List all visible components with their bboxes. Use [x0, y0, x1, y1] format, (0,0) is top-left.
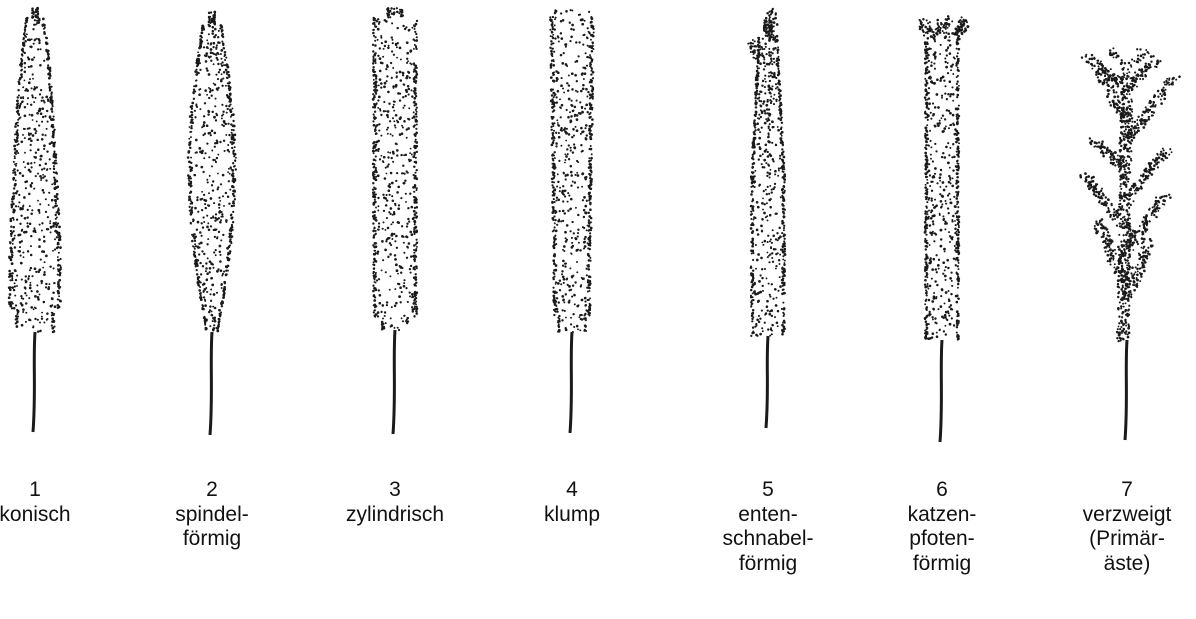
panicle-katzenpfotenfoermig: [919, 15, 970, 442]
label-text-line: zylindrisch: [315, 503, 475, 528]
label-number: 6: [862, 478, 1022, 503]
stem-line: [393, 330, 395, 434]
label-text-line: pfoten-: [862, 527, 1022, 552]
stem-line: [766, 336, 768, 428]
label-text-line: förmig: [862, 552, 1022, 577]
stem-line: [33, 332, 35, 432]
label-number: 3: [315, 478, 475, 503]
label-number: 2: [132, 478, 292, 503]
label-text-line: konisch: [0, 503, 115, 528]
label-number: 7: [1047, 478, 1196, 503]
label-text-line: äste): [1047, 552, 1196, 577]
label-text-line: katzen-: [862, 503, 1022, 528]
label-text-line: spindel-: [132, 503, 292, 528]
stem-line: [210, 332, 212, 435]
label-text-line: schnabel-: [688, 527, 848, 552]
label-text-line: förmig: [132, 527, 292, 552]
label-number: 4: [492, 478, 652, 503]
panicle-spindelfoermig: [187, 11, 237, 435]
stem-line: [570, 332, 572, 433]
panicle-verzweigt: [1079, 47, 1180, 440]
label-number: 5: [688, 478, 848, 503]
label-text-line: klump: [492, 503, 652, 528]
panicle-klump: [549, 9, 595, 433]
label-text-line: (Primär-: [1047, 527, 1196, 552]
panicle-konisch: [8, 7, 62, 432]
label-number: 1: [0, 478, 115, 503]
panicle-zylindrisch: [372, 7, 418, 434]
label-text-line: förmig: [688, 552, 848, 577]
panicle-entenschnabelfoermig: [747, 8, 786, 428]
stem-line: [940, 340, 942, 442]
label-text-line: verzweigt: [1047, 503, 1196, 528]
stem-line: [1125, 340, 1127, 440]
label-text-line: enten-: [688, 503, 848, 528]
panicle-shapes-drawing: [0, 0, 1196, 450]
